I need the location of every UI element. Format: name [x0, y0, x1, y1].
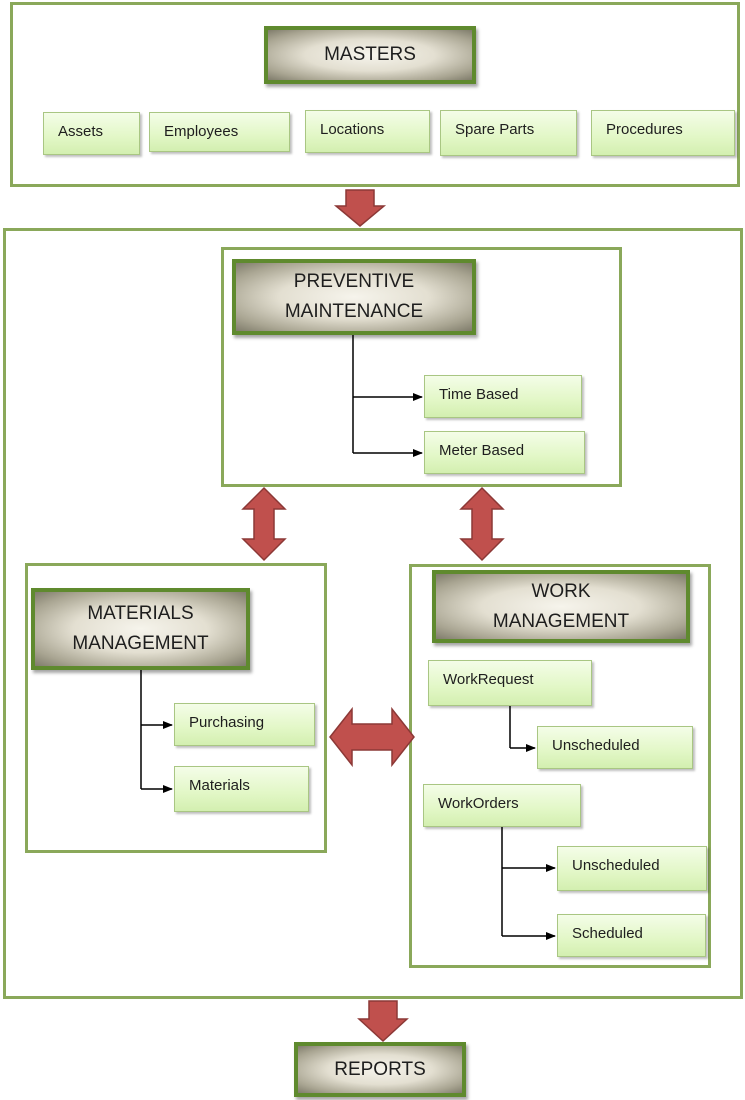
double-arrow-preventive-materials	[241, 486, 287, 562]
materials-tree-connector	[140, 670, 173, 793]
masters-item-procedures: Procedures	[591, 110, 735, 156]
down-arrow-reports	[357, 1000, 409, 1043]
work-orders-item-unscheduled: Unscheduled	[557, 846, 707, 891]
reports-header: REPORTS	[294, 1042, 466, 1097]
masters-header: MASTERS	[264, 26, 476, 84]
work-request-box: WorkRequest	[428, 660, 592, 706]
materials-item-purchasing: Purchasing	[174, 703, 315, 746]
preventive-item-meter-based: Meter Based	[424, 431, 585, 474]
materials-item-materials: Materials	[174, 766, 309, 812]
double-arrow-preventive-work	[459, 486, 505, 562]
work-request-item-unscheduled: Unscheduled	[537, 726, 693, 769]
masters-item-assets: Assets	[43, 112, 140, 155]
materials-header: MATERIALS MANAGEMENT	[31, 588, 250, 670]
down-arrow-masters	[333, 189, 387, 227]
masters-item-spare-parts: Spare Parts	[440, 110, 577, 156]
work-orders-tree-connector	[501, 827, 556, 940]
preventive-header: PREVENTIVE MAINTENANCE	[232, 259, 476, 335]
work-request-tree-connector	[509, 706, 536, 752]
preventive-tree-connector	[352, 335, 423, 457]
masters-item-employees: Employees	[149, 112, 290, 152]
preventive-item-time-based: Time Based	[424, 375, 582, 418]
work-orders-box: WorkOrders	[423, 784, 581, 827]
work-header: WORK MANAGEMENT	[432, 570, 690, 643]
masters-item-locations: Locations	[305, 110, 430, 153]
double-arrow-materials-work	[329, 706, 415, 768]
work-orders-item-scheduled: Scheduled	[557, 914, 706, 957]
